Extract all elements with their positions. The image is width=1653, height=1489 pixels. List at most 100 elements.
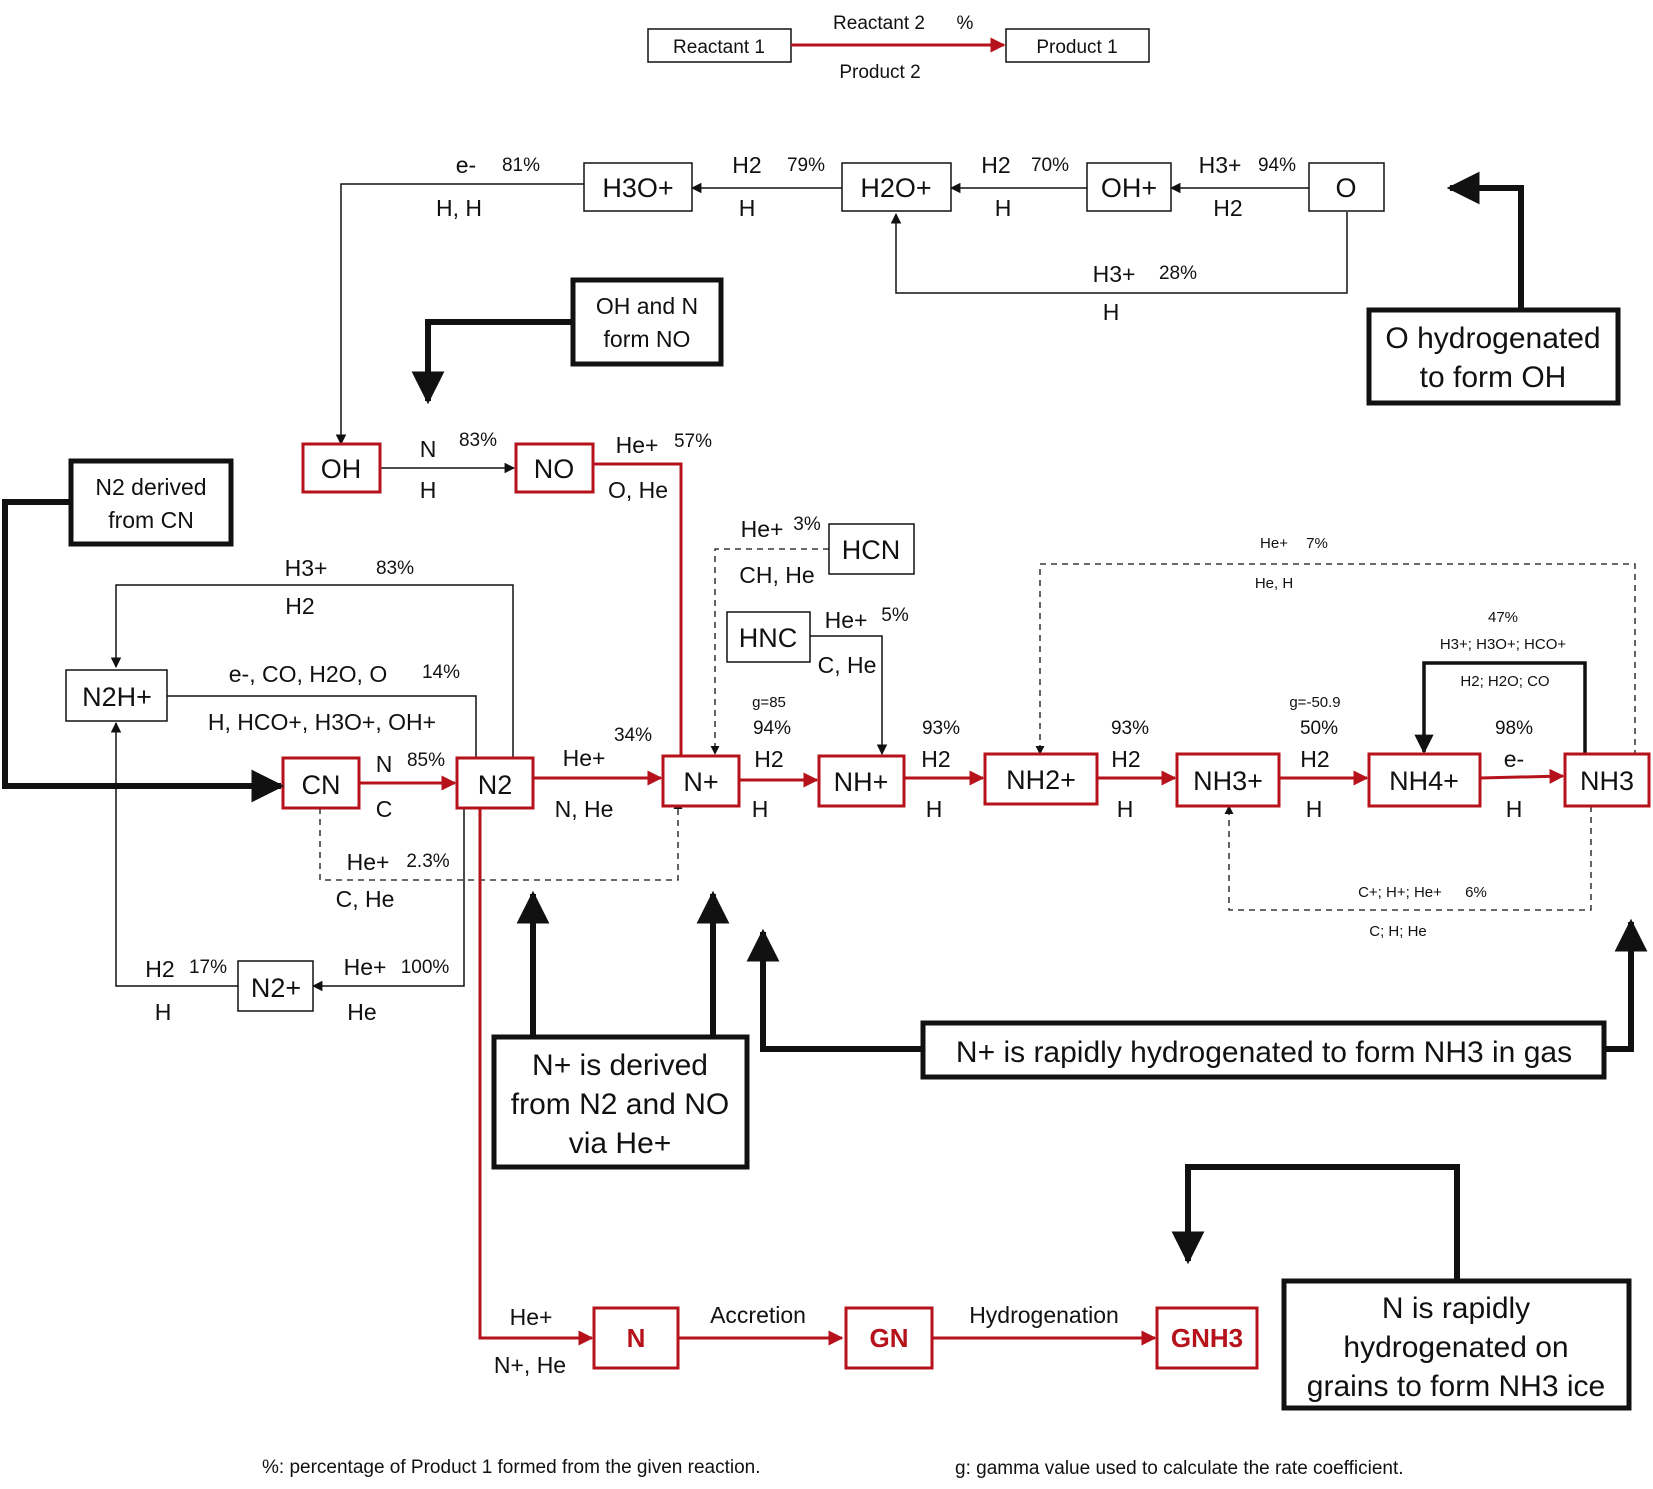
arrow-n2hplus-to-n2 (167, 695, 482, 784)
label-hnc-nhp-pct: 5% (881, 605, 909, 626)
label-oh-no-product: H (420, 477, 437, 503)
note-n2-from-cn-line1: N2 derived (95, 474, 206, 500)
arrow-nh4plus-to-nh3 (1479, 768, 1565, 784)
label-o-h2op-product: H (1103, 299, 1120, 325)
species-n2: N2 (478, 770, 513, 800)
legend-reactant2: Reactant 2 (833, 13, 925, 34)
label-hnc-nhp-reactant: He+ (825, 607, 868, 633)
species-n: N (627, 1323, 646, 1353)
label-no-np-reactant: He+ (616, 432, 659, 458)
label-nh4p-nh3-product: H (1506, 796, 1523, 822)
label-nhp-nh2p-pct: 93% (922, 718, 960, 739)
label-hcn-np-reactant: He+ (741, 516, 784, 542)
label-n2-np-reactant: He+ (563, 745, 606, 771)
species-nh3plus: NH3+ (1193, 766, 1263, 796)
arrow-o-to-h2oplus (890, 212, 1348, 294)
label-cn-np-pct: 2.3% (406, 851, 449, 872)
note-arrow-n-grains (1171, 1164, 1460, 1280)
label-n2hp-n2-pct: 14% (422, 662, 460, 683)
label-nh3-nh2p-pct: 7% (1306, 535, 1328, 552)
species-box-nh3 (1563, 752, 1651, 808)
species-cn: CN (302, 770, 341, 800)
arrow-no-to-nplus (593, 462, 689, 780)
label-n2-np-pct: 34% (614, 725, 652, 746)
label-nh3p-nh4p-pct: 50% (1300, 718, 1338, 739)
label-o-h2op-reactant: H3+ (1093, 261, 1136, 287)
annotation-notes: O hydrogenated to form OH OH and N form … (2, 171, 1648, 1411)
label-nhp-nh2p-product: H (926, 796, 943, 822)
species-gnh3: GNH3 (1171, 1323, 1243, 1353)
arrow-nh3-to-nh3plus (1224, 805, 1592, 911)
label-n2hp-n2-product: H, HCO+, H3O+, OH+ (208, 709, 436, 735)
label-o-ohp-pct: 94% (1258, 155, 1296, 176)
arrow-h3oplus-to-oh (335, 183, 584, 446)
species-gn: GN (870, 1323, 909, 1353)
label-nh4p-nh3-pct: 98% (1495, 718, 1533, 739)
species-box-gnh3 (1155, 1306, 1259, 1370)
legend-product1-box (1005, 28, 1150, 63)
label-nh3-nh3p-product: C; H; He (1369, 923, 1427, 940)
species-n2plus: N2+ (251, 973, 301, 1003)
label-nh2p-nh3p-reactant: H2 (1111, 746, 1140, 772)
species-box-hnc (726, 611, 811, 663)
arrow-nh3-to-nh4plus (1414, 661, 1587, 756)
label-n2-n-reactant: He+ (510, 1304, 553, 1330)
species-box-nh2plus (983, 752, 1099, 806)
label-h2op-h3op-reactant: H2 (732, 152, 761, 178)
label-h3op-oh-product: H, H (436, 195, 482, 221)
note-nplus-derived-line1: N+ is derived (532, 1049, 708, 1082)
note-box-oh-n-form-no (570, 277, 724, 367)
species-box-nh3plus (1175, 752, 1281, 808)
label-o-h2op-pct: 28% (1159, 263, 1197, 284)
label-np-nhp-reactant: H2 (754, 746, 783, 772)
arrow-n2plus-to-n2hplus (110, 721, 238, 987)
footnote-percent: %: percentage of Product 1 formed from t… (262, 1457, 761, 1478)
legend-percent: % (957, 13, 974, 34)
label-n2-n2hp-pct: 83% (376, 558, 414, 579)
label-n2p-n2hp-pct: 17% (189, 957, 227, 978)
label-nh3p-nh4p-product: H (1306, 796, 1323, 822)
label-cn-np-product: C, He (336, 886, 395, 912)
note-oh-n-form-no-line2: form NO (604, 326, 691, 352)
legend-reactant1: Reactant 1 (673, 37, 765, 58)
label-n2-np-product: N, He (555, 796, 614, 822)
label-hydrogenation: Hydrogenation (969, 1302, 1119, 1328)
label-np-nhp-product: H (752, 796, 769, 822)
note-n-grains-line3: grains to form NH3 ice (1307, 1370, 1605, 1403)
species-n2hplus: N2H+ (82, 682, 152, 712)
label-hnc-nhp-product: C, He (818, 652, 877, 678)
species-box-h2oplus (841, 162, 952, 212)
label-n2-n2p-reactant: He+ (344, 954, 387, 980)
label-nh3-nh2p-reactant: He+ (1260, 535, 1288, 552)
label-nh3-nh4p-reactant: H3+; H3O+; HCO+ (1440, 636, 1567, 653)
label-nh3p-nh4p-gamma: g=-50.9 (1289, 694, 1340, 711)
hcn-hnc-section: He+ 3% CH, He HCN He+ 5% C, He HNC (710, 514, 915, 756)
species-box-oh (301, 442, 382, 494)
species-nplus: N+ (683, 767, 718, 797)
label-h3op-oh-pct: 81% (502, 155, 540, 176)
label-n2p-n2hp-product: H (155, 999, 172, 1025)
note-nplus-derived-line3: via He+ (569, 1127, 672, 1160)
label-n2-n-product: N+, He (494, 1352, 566, 1378)
species-h3oplus: H3O+ (602, 173, 673, 203)
ammonia-chain: g=85 94% H2 H 93% H2 H 93% H2 H g=-50.9 … (661, 535, 1651, 940)
oxygen-chain: H3+ 94% H2 H2 70% H H2 79% H e- 81% H, H… (335, 152, 1385, 446)
label-cn-np-reactant: He+ (347, 849, 390, 875)
note-box-o-hydrogenated (1366, 307, 1621, 406)
oh-no-section: N 83% H He+ 57% O, He OH NO (301, 430, 712, 780)
species-nh2plus: NH2+ (1006, 765, 1076, 795)
label-nh4p-nh3-reactant: e- (1504, 746, 1524, 772)
label-ohp-h2op-product: H (995, 195, 1012, 221)
species-box-n2plus (237, 960, 314, 1012)
label-cn-n2-pct: 85% (407, 750, 445, 771)
note-oh-n-form-no-line1: OH and N (596, 293, 698, 319)
label-accretion: Accretion (710, 1302, 806, 1328)
label-hcn-np-pct: 3% (793, 514, 821, 535)
note-nplus-derived-line2: from N2 and NO (511, 1088, 729, 1121)
species-ohplus: OH+ (1101, 173, 1157, 203)
legend-product2: Product 2 (839, 62, 920, 83)
species-o: O (1335, 173, 1356, 203)
label-h2op-h3op-pct: 79% (787, 155, 825, 176)
species-box-nhplus (817, 754, 906, 808)
